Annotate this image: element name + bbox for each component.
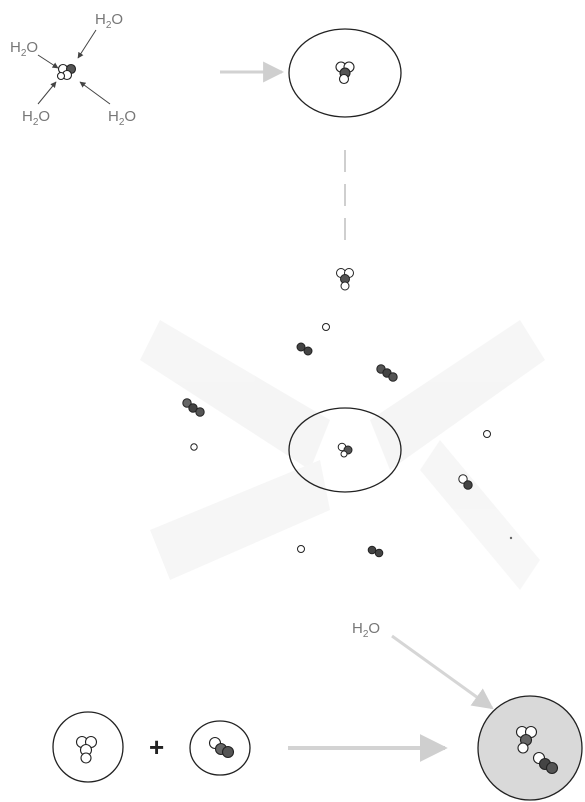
water-label-bottom-right: H2O bbox=[108, 108, 136, 128]
small-ion bbox=[483, 430, 491, 438]
water-label-top-left: H2O bbox=[10, 39, 38, 59]
background-shading bbox=[140, 320, 545, 590]
solvation-shell-middle bbox=[288, 407, 402, 493]
small-ion bbox=[297, 545, 305, 553]
small-ion bbox=[322, 323, 330, 331]
solvated-ion-center bbox=[189, 720, 251, 776]
cluster-upper bbox=[336, 268, 354, 291]
water-label-top-right: H2O bbox=[95, 11, 123, 31]
small-ion bbox=[190, 443, 198, 451]
water-label-lower: H2O bbox=[352, 620, 380, 640]
solvated-ion-left bbox=[52, 711, 124, 783]
dark-pair-1 bbox=[296, 342, 313, 356]
dark-cluster-3 bbox=[458, 474, 473, 490]
faint-arrow-diagonal bbox=[391, 634, 494, 710]
ion-cluster-small bbox=[56, 63, 77, 81]
solvation-shell-top bbox=[288, 28, 402, 118]
water-label-bottom-left: H2O bbox=[22, 108, 50, 128]
scattered-particles bbox=[182, 268, 513, 558]
dark-cluster-1 bbox=[376, 364, 398, 382]
plus-sign: + bbox=[149, 732, 164, 762]
water-arrow-3 bbox=[37, 81, 57, 105]
water-arrow-4 bbox=[79, 81, 111, 105]
water-arrow-2 bbox=[37, 54, 59, 69]
hydration-cluster-top-left: H2O H2O H2O H2O bbox=[10, 11, 136, 128]
dark-pair-2 bbox=[367, 545, 384, 558]
dot bbox=[509, 536, 513, 540]
solvated-ion-pair bbox=[477, 695, 583, 801]
dark-cluster-2 bbox=[182, 398, 205, 417]
water-arrow-1 bbox=[77, 29, 97, 59]
